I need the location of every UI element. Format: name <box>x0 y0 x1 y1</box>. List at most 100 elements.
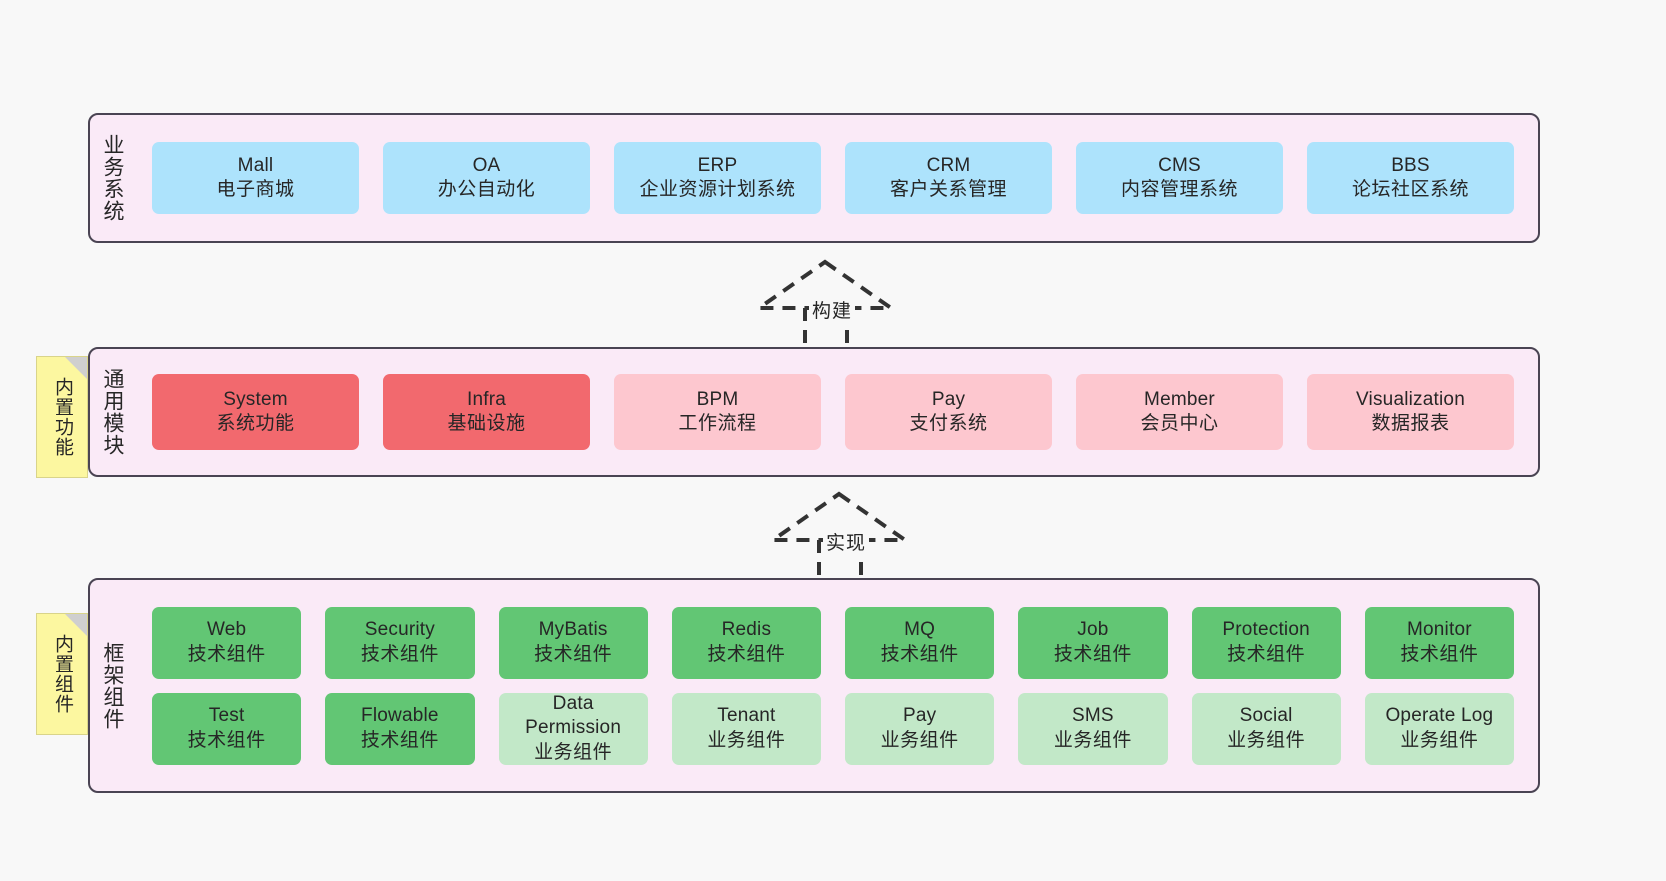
note-fold-corner-icon <box>65 614 87 636</box>
business-card-bbs[interactable]: BBS 论坛社区系统 <box>1307 142 1514 214</box>
card-title-en: Tenant <box>717 705 776 727</box>
card-title-cn: 基础设施 <box>447 413 526 434</box>
card-title-en: MQ <box>904 619 936 641</box>
card-title-cn: 技术组件 <box>880 643 959 665</box>
card-title-cn: 业务组件 <box>1053 729 1132 751</box>
card-title-cn: 会员中心 <box>1140 413 1219 434</box>
card-title-en: Data Permission <box>525 693 622 739</box>
business-card-crm[interactable]: CRM 客户关系管理 <box>845 142 1052 214</box>
card-title-en: BPM <box>696 388 739 410</box>
card-title-cn: 技术组件 <box>360 729 439 751</box>
card-title-en: Social <box>1239 705 1293 727</box>
card-title-cn: 业务组件 <box>707 729 786 751</box>
card-title-en: System <box>223 388 288 410</box>
note-builtin-components[interactable]: 内置组件 <box>36 613 88 735</box>
card-title-en: Mall <box>237 154 274 176</box>
card-title-cn: 业务组件 <box>1227 729 1306 751</box>
module-card-infra[interactable]: Infra 基础设施 <box>383 374 590 450</box>
layer-framework-components-title: 框架组件 <box>101 641 125 730</box>
connector-implement: 实现 <box>766 490 912 582</box>
card-title-cn: 数据报表 <box>1371 413 1450 434</box>
module-card-visualization[interactable]: Visualization 数据报表 <box>1307 374 1514 450</box>
card-title-cn: 工作流程 <box>678 413 757 434</box>
card-title-cn: 客户关系管理 <box>889 179 1007 200</box>
business-card-cms[interactable]: CMS 内容管理系统 <box>1076 142 1283 214</box>
card-title-cn: 内容管理系统 <box>1120 179 1238 200</box>
card-title-cn: 论坛社区系统 <box>1351 179 1469 200</box>
card-title-en: CMS <box>1158 154 1201 176</box>
card-title-cn: 业务组件 <box>534 741 613 763</box>
card-title-cn: 技术组件 <box>187 729 266 751</box>
business-card-oa[interactable]: OA 办公自动化 <box>383 142 590 214</box>
connector-build-label: 构建 <box>809 296 856 323</box>
card-title-en: Web <box>206 619 247 641</box>
card-title-cn: 系统功能 <box>216 413 295 434</box>
card-title-cn: 业务组件 <box>880 729 959 751</box>
card-title-cn: 办公自动化 <box>437 179 536 200</box>
layer-common-modules-title: 通用模块 <box>101 368 125 456</box>
card-title-en: Pay <box>902 705 937 727</box>
card-title-en: Pay <box>931 388 966 410</box>
card-title-cn: 企业资源计划系统 <box>639 179 796 200</box>
layer-common-modules[interactable]: 通用模块 System 系统功能 Infra 基础设施 BPM 工作流程 Pay 支付系统 Me… <box>88 347 1540 477</box>
card-title-en: CRM <box>926 154 971 176</box>
card-title-cn: 技术组件 <box>187 643 266 665</box>
card-title-en: BBS <box>1391 154 1430 176</box>
module-card-system[interactable]: System 系统功能 <box>152 374 359 450</box>
card-title-en: Redis <box>721 619 772 641</box>
card-title-cn: 业务组件 <box>1400 729 1479 751</box>
card-title-cn: 支付系统 <box>909 413 988 434</box>
note-builtin-components-label: 内置组件 <box>51 634 73 714</box>
card-title-en: Security <box>364 619 435 641</box>
card-title-en: Test <box>208 705 245 727</box>
module-card-pay[interactable]: Pay 支付系统 <box>845 374 1052 450</box>
module-card-bpm[interactable]: BPM 工作流程 <box>614 374 821 450</box>
card-title-en: SMS <box>1071 705 1114 727</box>
card-title-en: Infra <box>466 388 507 410</box>
connector-build: 构建 <box>752 258 898 350</box>
card-title-cn: 技术组件 <box>1227 643 1306 665</box>
card-title-cn: 电子商城 <box>216 179 295 200</box>
business-card-mall[interactable]: Mall 电子商城 <box>152 142 359 214</box>
note-builtin-features[interactable]: 内置功能 <box>36 356 88 478</box>
card-title-cn: 技术组件 <box>707 643 786 665</box>
card-title-en: Flowable <box>361 705 439 727</box>
card-title-cn: 技术组件 <box>1053 643 1132 665</box>
card-title-en: Operate Log <box>1385 705 1494 727</box>
card-title-en: Visualization <box>1356 388 1465 410</box>
card-title-en: Monitor <box>1406 619 1472 641</box>
card-title-cn: 技术组件 <box>360 643 439 665</box>
card-title-cn: 技术组件 <box>1400 643 1479 665</box>
card-title-en: OA <box>472 154 501 176</box>
layer-business-system-title: 业务系统 <box>101 134 125 222</box>
card-title-en: MyBatis <box>538 619 608 641</box>
